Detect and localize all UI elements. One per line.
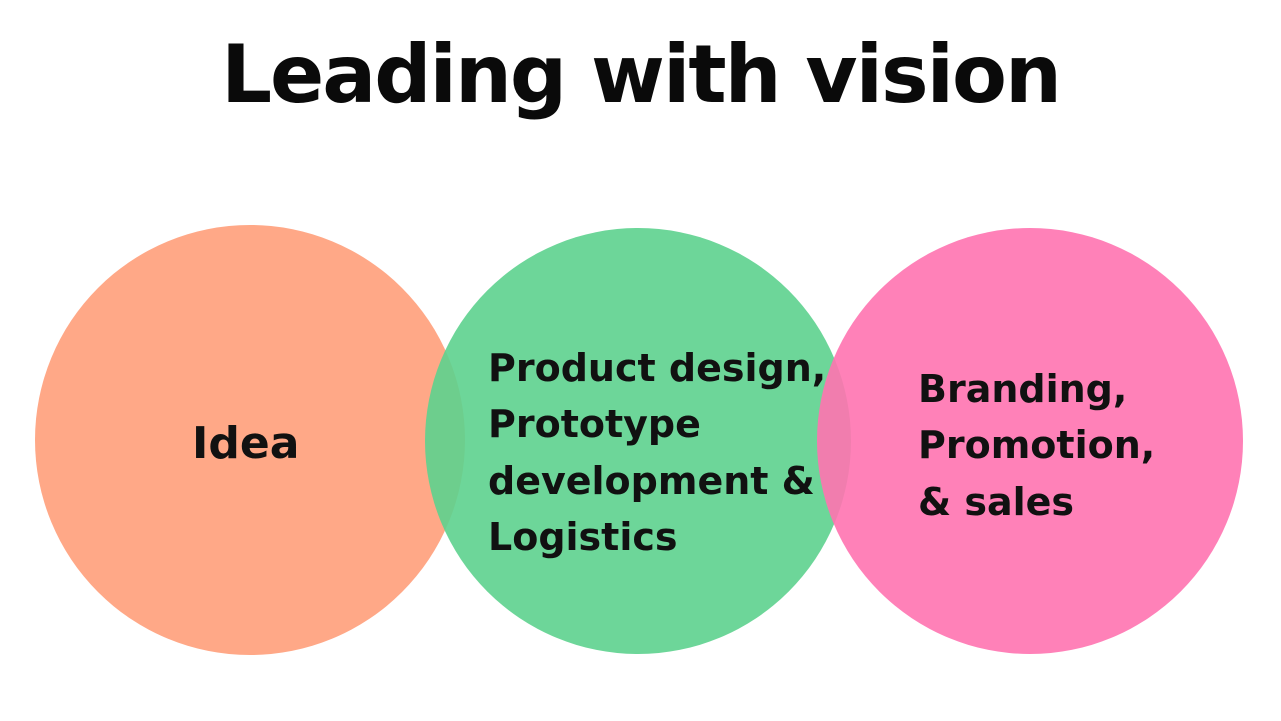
slide-title: Leading with vision: [221, 28, 1062, 121]
product-label: Product design, Prototype development & …: [488, 346, 839, 559]
product-label-line-4: Logistics: [488, 515, 678, 559]
branding-label-line-3: & sales: [918, 480, 1074, 524]
idea-label: Idea: [192, 418, 299, 469]
idea-circle: [35, 225, 465, 655]
branding-circle: [817, 228, 1243, 654]
product-label-line-2: Prototype: [488, 402, 701, 446]
product-label-line-3: development &: [488, 459, 815, 503]
product-circle: [425, 228, 851, 654]
branding-label-line-1: Branding,: [918, 367, 1127, 411]
idea-label-line: Idea: [192, 418, 299, 469]
product-label-line-1: Product design,: [488, 346, 826, 390]
branding-label-line-2: Promotion,: [918, 423, 1155, 467]
branding-label: Branding, Promotion, & sales: [918, 367, 1168, 524]
